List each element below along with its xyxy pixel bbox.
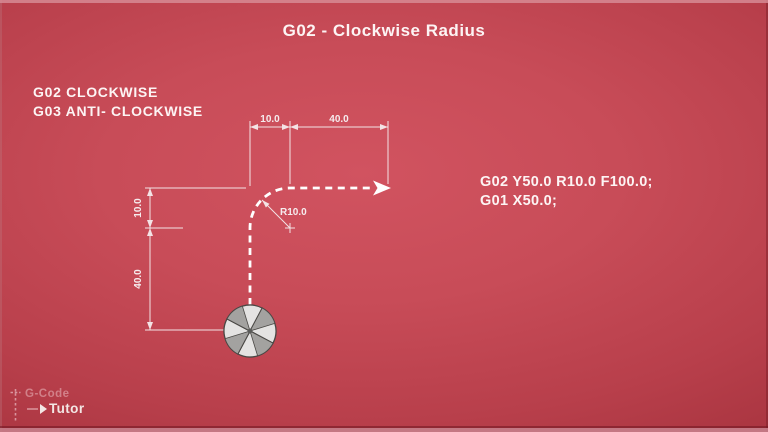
dim-left-10: 10.0	[133, 198, 144, 218]
radius-leader-arrow-icon	[262, 200, 270, 208]
dashed-toolpath	[248, 186, 371, 305]
mode-notes: G02 CLOCKWISE G03 ANTI- CLOCKWISE	[33, 83, 203, 121]
gcode-line-2: G01 X50.0;	[480, 193, 558, 209]
logo-brand-bottom: Tutor	[49, 401, 85, 416]
dim-left-40: 40.0	[133, 269, 144, 289]
dimension-arrow-icons	[147, 124, 388, 330]
toolpath-arrow-icon	[373, 180, 391, 196]
arc-center-cross-icon	[285, 223, 295, 233]
dim-top-40: 40.0	[329, 114, 349, 125]
slide-title: G02 - Clockwise Radius	[282, 21, 486, 40]
cnc-crosshair-icon	[10, 389, 21, 423]
gcode-block: G02 Y50.0 R10.0 F100.0; G01 X50.0;	[480, 173, 653, 211]
dimension-lines	[145, 121, 389, 331]
note-g02: G02 CLOCKWISE	[33, 84, 159, 100]
gcode-tutor-logo: G-Code Tutor	[9, 388, 85, 424]
toolpath-group	[248, 180, 391, 305]
logo-brand-top: G-Code	[25, 388, 70, 400]
note-g03: G03 ANTI- CLOCKWISE	[33, 103, 203, 119]
endmill-cutter-icon	[223, 304, 277, 358]
logo-text: G-Code Tutor	[25, 388, 85, 416]
dim-top-10: 10.0	[260, 114, 280, 125]
logo-dashes-icon	[27, 407, 38, 410]
logo-brand-row: Tutor	[27, 401, 85, 416]
play-arrow-icon	[40, 403, 47, 414]
gcode-line-1: G02 Y50.0 R10.0 F100.0;	[480, 174, 653, 190]
radius-label: R10.0	[280, 207, 307, 218]
